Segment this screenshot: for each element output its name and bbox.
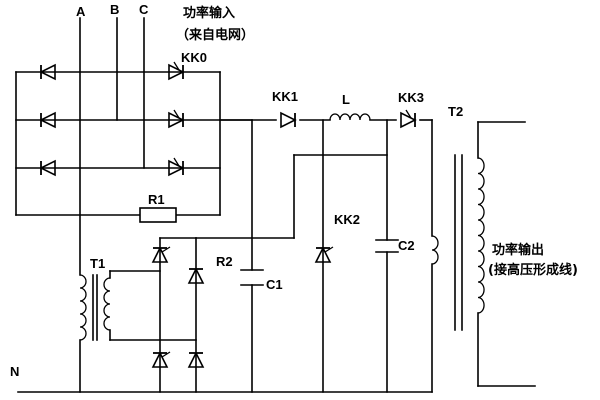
label-inductor: L — [342, 92, 350, 107]
t1-transformer — [79, 270, 197, 393]
kk2-thyristor — [315, 246, 334, 263]
dc-bus — [219, 109, 433, 128]
phase-input-lines — [79, 17, 145, 276]
label-kk0: KK0 — [181, 50, 207, 65]
label-r1: R1 — [148, 192, 165, 207]
r1-resistor — [139, 207, 177, 223]
lower-bridge — [152, 237, 204, 393]
inductor-l — [329, 113, 371, 121]
label-kk3: KK3 — [398, 90, 424, 105]
power-output-subtitle: (接高压形成线) — [488, 262, 578, 278]
label-kk1: KK1 — [272, 89, 298, 104]
kk2-branch — [315, 119, 334, 393]
label-phase-a: A — [76, 4, 86, 19]
c1-branch — [240, 119, 264, 393]
power-input-title: 功率输入 — [183, 5, 235, 21]
label-phase-b: B — [110, 2, 119, 17]
label-phase-c: C — [139, 2, 149, 17]
kk3-thyristor — [400, 109, 416, 128]
label-t2: T2 — [448, 104, 463, 119]
c2-branch — [375, 119, 399, 393]
kk0-thyristor-3 — [168, 157, 184, 176]
power-output-title: 功率输出 — [492, 242, 544, 258]
label-t1: T1 — [90, 256, 105, 271]
t2-transformer — [454, 121, 536, 387]
label-c1: C1 — [266, 277, 283, 292]
input-rectifier-bridge — [15, 61, 253, 223]
label-r2: R2 — [216, 254, 233, 269]
feedback-line — [195, 154, 388, 239]
label-neutral: N — [10, 364, 19, 379]
lower-bridge-thyristor-1 — [152, 246, 171, 263]
lower-bridge-thyristor-2 — [152, 351, 171, 368]
power-input-subtitle: （来自电网） — [176, 27, 254, 43]
label-kk2: KK2 — [334, 212, 360, 227]
t2-secondary-coil — [477, 157, 485, 314]
kk1-diode — [280, 112, 296, 128]
t2-primary — [431, 119, 439, 393]
label-c2: C2 — [398, 238, 415, 253]
t1-secondary-coil — [103, 277, 111, 331]
kk0-thyristor-2 — [168, 109, 184, 128]
t1-primary-coil — [79, 274, 87, 341]
